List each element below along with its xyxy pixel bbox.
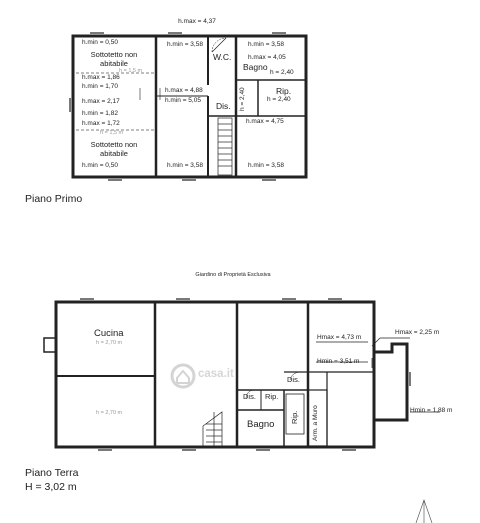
room-label-rip: Rip. [265, 392, 279, 401]
room-label-armadio: Arm. a Muro [312, 405, 319, 441]
room-label-abitabile: abitabile [100, 149, 128, 158]
height-label: h = 1,5 m [100, 130, 124, 136]
hmin-label: h.min = 0,50 [82, 39, 118, 46]
hmin-label: h.min = 1,70 [82, 83, 118, 90]
room-label-abitabile: abitabile [100, 59, 128, 68]
hmax-label: h.max = 1,72 [82, 120, 120, 127]
ground-floor-outer-wall [54, 300, 376, 449]
hmax-label: h.max = 4,88 [165, 87, 203, 94]
room-label-cucina: Cucina [94, 328, 124, 339]
room-label-bagno: Bagno [247, 419, 275, 430]
room-label-dis: Dis. [243, 392, 256, 401]
hmin-label: h.min = 3,58 [167, 162, 203, 169]
hmax-label: h.max = 2,17 [82, 98, 120, 105]
floor-height-label: H = 3,02 m [25, 481, 77, 493]
watermark-logo [170, 363, 196, 389]
room-label-rip: Rip. [276, 86, 292, 96]
ground-floor-plan [43, 298, 440, 451]
hmin-label: h.min = 3,58 [167, 41, 203, 48]
room-label-rip-vertical: Rip. [290, 410, 299, 424]
north-arrow [415, 499, 433, 523]
first-floor-plan [69, 32, 308, 181]
garden-label: Giardino di Proprietà Esclusiva [195, 272, 271, 278]
room-label-dis: Dis. [287, 375, 300, 384]
height-label: h = 2,40 [267, 96, 291, 103]
hmin-label: h.min = 3,58 [248, 41, 284, 48]
hmin-label: h.min = 5,05 [165, 97, 201, 104]
hmin-label: h.min = 0,50 [82, 162, 118, 169]
hmax-label: Hmax = 2,25 m [395, 329, 440, 336]
floor-title-piano-terra: Piano Terra [25, 467, 79, 479]
hmin-label: h.min = 1,82 [82, 110, 118, 117]
height-label: h = 2,40 [270, 69, 294, 76]
watermark-text: casa.it [198, 368, 234, 380]
height-label: h = 1,5 m [119, 68, 143, 74]
room-label-wc: W.C. [213, 52, 232, 62]
hmax-label: h.max = 4,75 [246, 118, 284, 125]
hmin-label: Hmin = 3,51 m [317, 358, 360, 365]
hmin-label: h.min = 3,58 [248, 162, 284, 169]
ground-floor-stair [202, 411, 223, 446]
room-label-sottotetto: Sottotetto non [90, 140, 138, 149]
hmin-label: Hmin = 1,88 m [410, 407, 453, 414]
height-label-vertical: h = 2,40 [239, 87, 246, 111]
room-label-sottotetto: Sottotetto non [90, 50, 138, 59]
hmax-label: h.max = 4,05 [248, 54, 286, 61]
hmax-label: h.max = 4,37 [178, 18, 216, 25]
first-floor-stair [217, 117, 233, 176]
hmax-label: Hmax = 4,73 m [317, 334, 362, 341]
room-label-dis: Dis. [216, 101, 231, 111]
first-floor-outer-wall [71, 34, 308, 179]
floor-title-piano-primo: Piano Primo [25, 193, 83, 205]
height-label: h = 2,70 m [96, 340, 123, 346]
room-label-bagno: Bagno [243, 62, 268, 72]
hmax-label: h.max = 1,86 [82, 74, 120, 81]
height-label: h = 2,70 m [96, 410, 123, 416]
